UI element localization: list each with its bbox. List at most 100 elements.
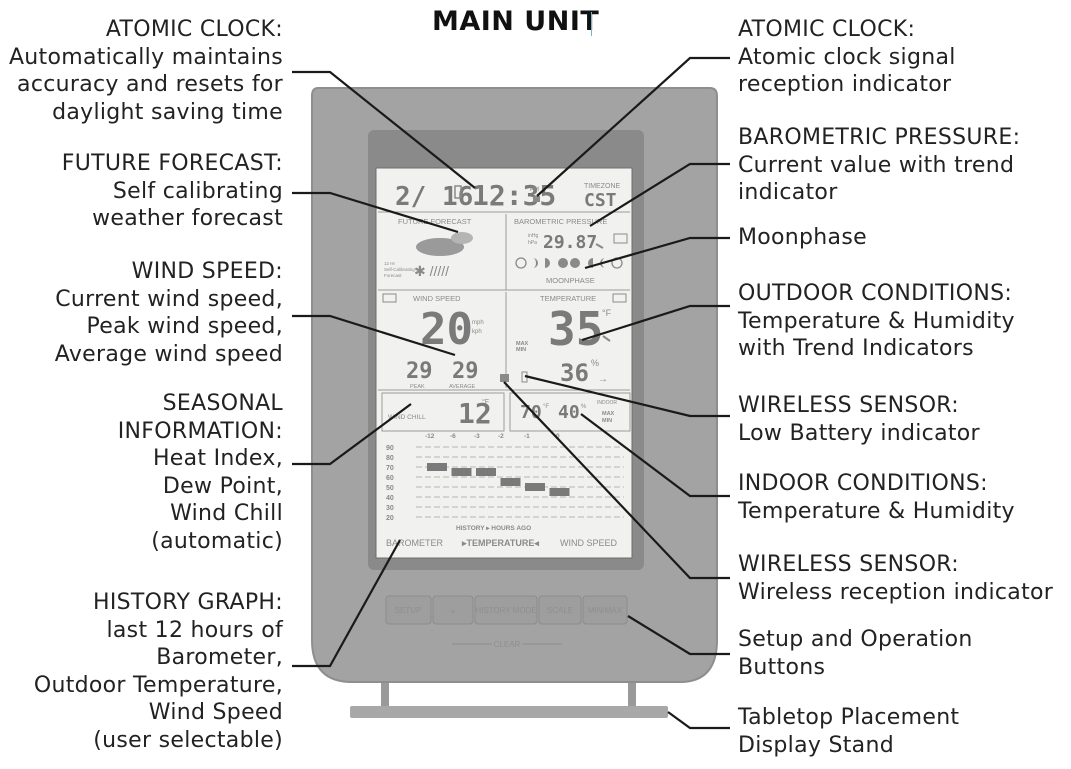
svg-text:+: + (451, 607, 456, 616)
lcd-date: 2/ 16 (395, 182, 473, 212)
svg-text:MIN: MIN (602, 418, 612, 424)
lcd-pm: PM (530, 187, 539, 193)
svg-text:SETUP: SETUP (395, 606, 422, 615)
indoor-temp: 70 (520, 402, 542, 423)
callout-barometric-pressure: BAROMETRIC PRESSURE:Current value with t… (738, 125, 1021, 205)
timezone-label: TIMEZONE (584, 183, 620, 190)
history-bar (525, 483, 545, 491)
callout-future-forecast: FUTURE FORECAST:Self calibrating weather… (61, 151, 283, 231)
graph-temp-label: 80 (386, 455, 394, 462)
graph-hour-label: -1 (524, 433, 530, 440)
lcd-time: 12:35 (472, 179, 556, 212)
atomic-signal-icon (533, 196, 540, 202)
atomic-tower-icon (454, 185, 462, 199)
svg-text:MIN: MIN (516, 347, 526, 353)
callout-wind-speed: WIND SPEED:Current wind speed, Peak wind… (54, 259, 283, 367)
svg-text:INDOOR: INDOOR (597, 400, 617, 406)
average-value: 29 (452, 359, 479, 384)
svg-text:SCALE: SCALE (547, 606, 573, 615)
history-mode-button[interactable] (474, 595, 538, 625)
callout-moonphase: Moonphase (738, 225, 867, 250)
history-bar-icon (613, 233, 628, 244)
graph-temp-label: 40 (386, 495, 394, 502)
graph-hour-label: 0 (556, 433, 560, 440)
graph-temp-label: 30 (386, 505, 394, 512)
pressure-label: BAROMETRIC PRESSURE (514, 217, 607, 226)
graph-temp-label: 70 (386, 465, 394, 472)
history-bar (500, 478, 521, 486)
svg-text:MIN/MAX: MIN/MAX (588, 606, 623, 615)
svg-text:°F: °F (482, 398, 489, 406)
svg-text:MAX: MAX (602, 411, 615, 417)
moonphase-label: MOONPHASE (546, 276, 595, 285)
svg-text:Forecast: Forecast (384, 273, 402, 278)
svg-text:AVERAGE: AVERAGE (449, 384, 476, 390)
callout-wireless-reception: WIRELESS SENSOR:Wireless reception indic… (738, 552, 1054, 605)
graph-tab-wind: WIND SPEED (560, 538, 618, 548)
svg-text:%: % (591, 358, 599, 368)
button-row: SETUP + HISTORY MODE SCALE MIN/MAX CLEAR (385, 595, 628, 649)
svg-text:HISTORY MODE: HISTORY MODE (475, 606, 536, 615)
graph-tab-temperature: ▸TEMPERATURE◂ (461, 538, 539, 548)
graph-temp-label: 20 (386, 515, 394, 522)
graph-temp-label: 50 (386, 485, 394, 492)
humidity-value: 36 (560, 359, 589, 387)
callout-atomic-clock-left: ATOMIC CLOCK:Automatically maintains acc… (8, 17, 283, 125)
brand-logo: ACURITE (484, 147, 531, 157)
leader-lines (292, 56, 730, 730)
snow-rain-icon: ✱ ///// (414, 263, 449, 279)
cloud-icon (416, 238, 464, 256)
temp-label: TEMPERATURE (540, 294, 596, 303)
peak-value: 29 (406, 359, 433, 384)
svg-text:12 Hr: 12 Hr (384, 261, 396, 266)
lcd-screen (375, 167, 633, 559)
history-caption: HISTORY ▸ HOURS AGO (456, 525, 531, 532)
graph-hour-label: -3 (474, 433, 480, 440)
graph-hour-label: -6 (450, 433, 456, 440)
callout-low-battery: WIRELESS SENSOR:Low Battery indicator (738, 393, 980, 446)
setup-button[interactable] (385, 595, 432, 625)
svg-text:%: % (581, 404, 587, 410)
callout-atomic-clock-right: ATOMIC CLOCK:Atomic clock signal recepti… (738, 17, 956, 97)
wireless-signal-icon (500, 374, 509, 382)
scale-button[interactable] (538, 595, 582, 625)
svg-text:MAX: MAX (516, 341, 529, 347)
minmax-button[interactable] (582, 595, 628, 625)
pressure-value: 29.87 (543, 232, 597, 253)
svg-text:Self-Calibrating: Self-Calibrating (384, 267, 415, 272)
timezone-value: CST (584, 190, 617, 211)
graph-hour-label: -2 (498, 433, 504, 440)
temp-value: 35 (548, 302, 603, 356)
svg-text:°F: °F (602, 308, 612, 318)
svg-text:PEAK: PEAK (410, 384, 425, 390)
chill-label: WIND CHILL (388, 414, 426, 421)
plus-button[interactable] (432, 595, 474, 625)
history-bar (549, 488, 570, 496)
graph-temp-label: 90 (386, 445, 394, 452)
graph-hour-label: -12 (425, 433, 435, 440)
moonphase-icons (515, 257, 623, 269)
forecast-label: FUTURE FORECAST (398, 217, 472, 226)
callout-outdoor-conditions: OUTDOOR CONDITIONS:Temperature & Humidit… (738, 281, 1015, 361)
history-bar (476, 468, 496, 476)
callout-indoor-conditions: INDOOR CONDITIONS:Temperature & Humidity (738, 471, 1015, 524)
graph-tab-barometer: BAROMETER (386, 538, 444, 548)
display-stand (350, 680, 668, 718)
history-bar (451, 468, 472, 476)
callout-history-graph: HISTORY GRAPH:last 12 hours of Barometer… (33, 590, 283, 753)
title-cursor-bar (591, 12, 592, 36)
svg-text:kph: kph (472, 329, 482, 335)
svg-text:mph: mph (472, 320, 484, 326)
chill-value: 12 (458, 397, 492, 430)
history-bar (427, 463, 447, 471)
humidity-trend-icon: → (598, 374, 608, 385)
page-title: MAIN UNIT (432, 6, 600, 37)
pressure-trend-icon (595, 243, 604, 249)
indoor-hum: 40 (558, 402, 580, 423)
svg-text:inHg: inHg (528, 233, 539, 239)
